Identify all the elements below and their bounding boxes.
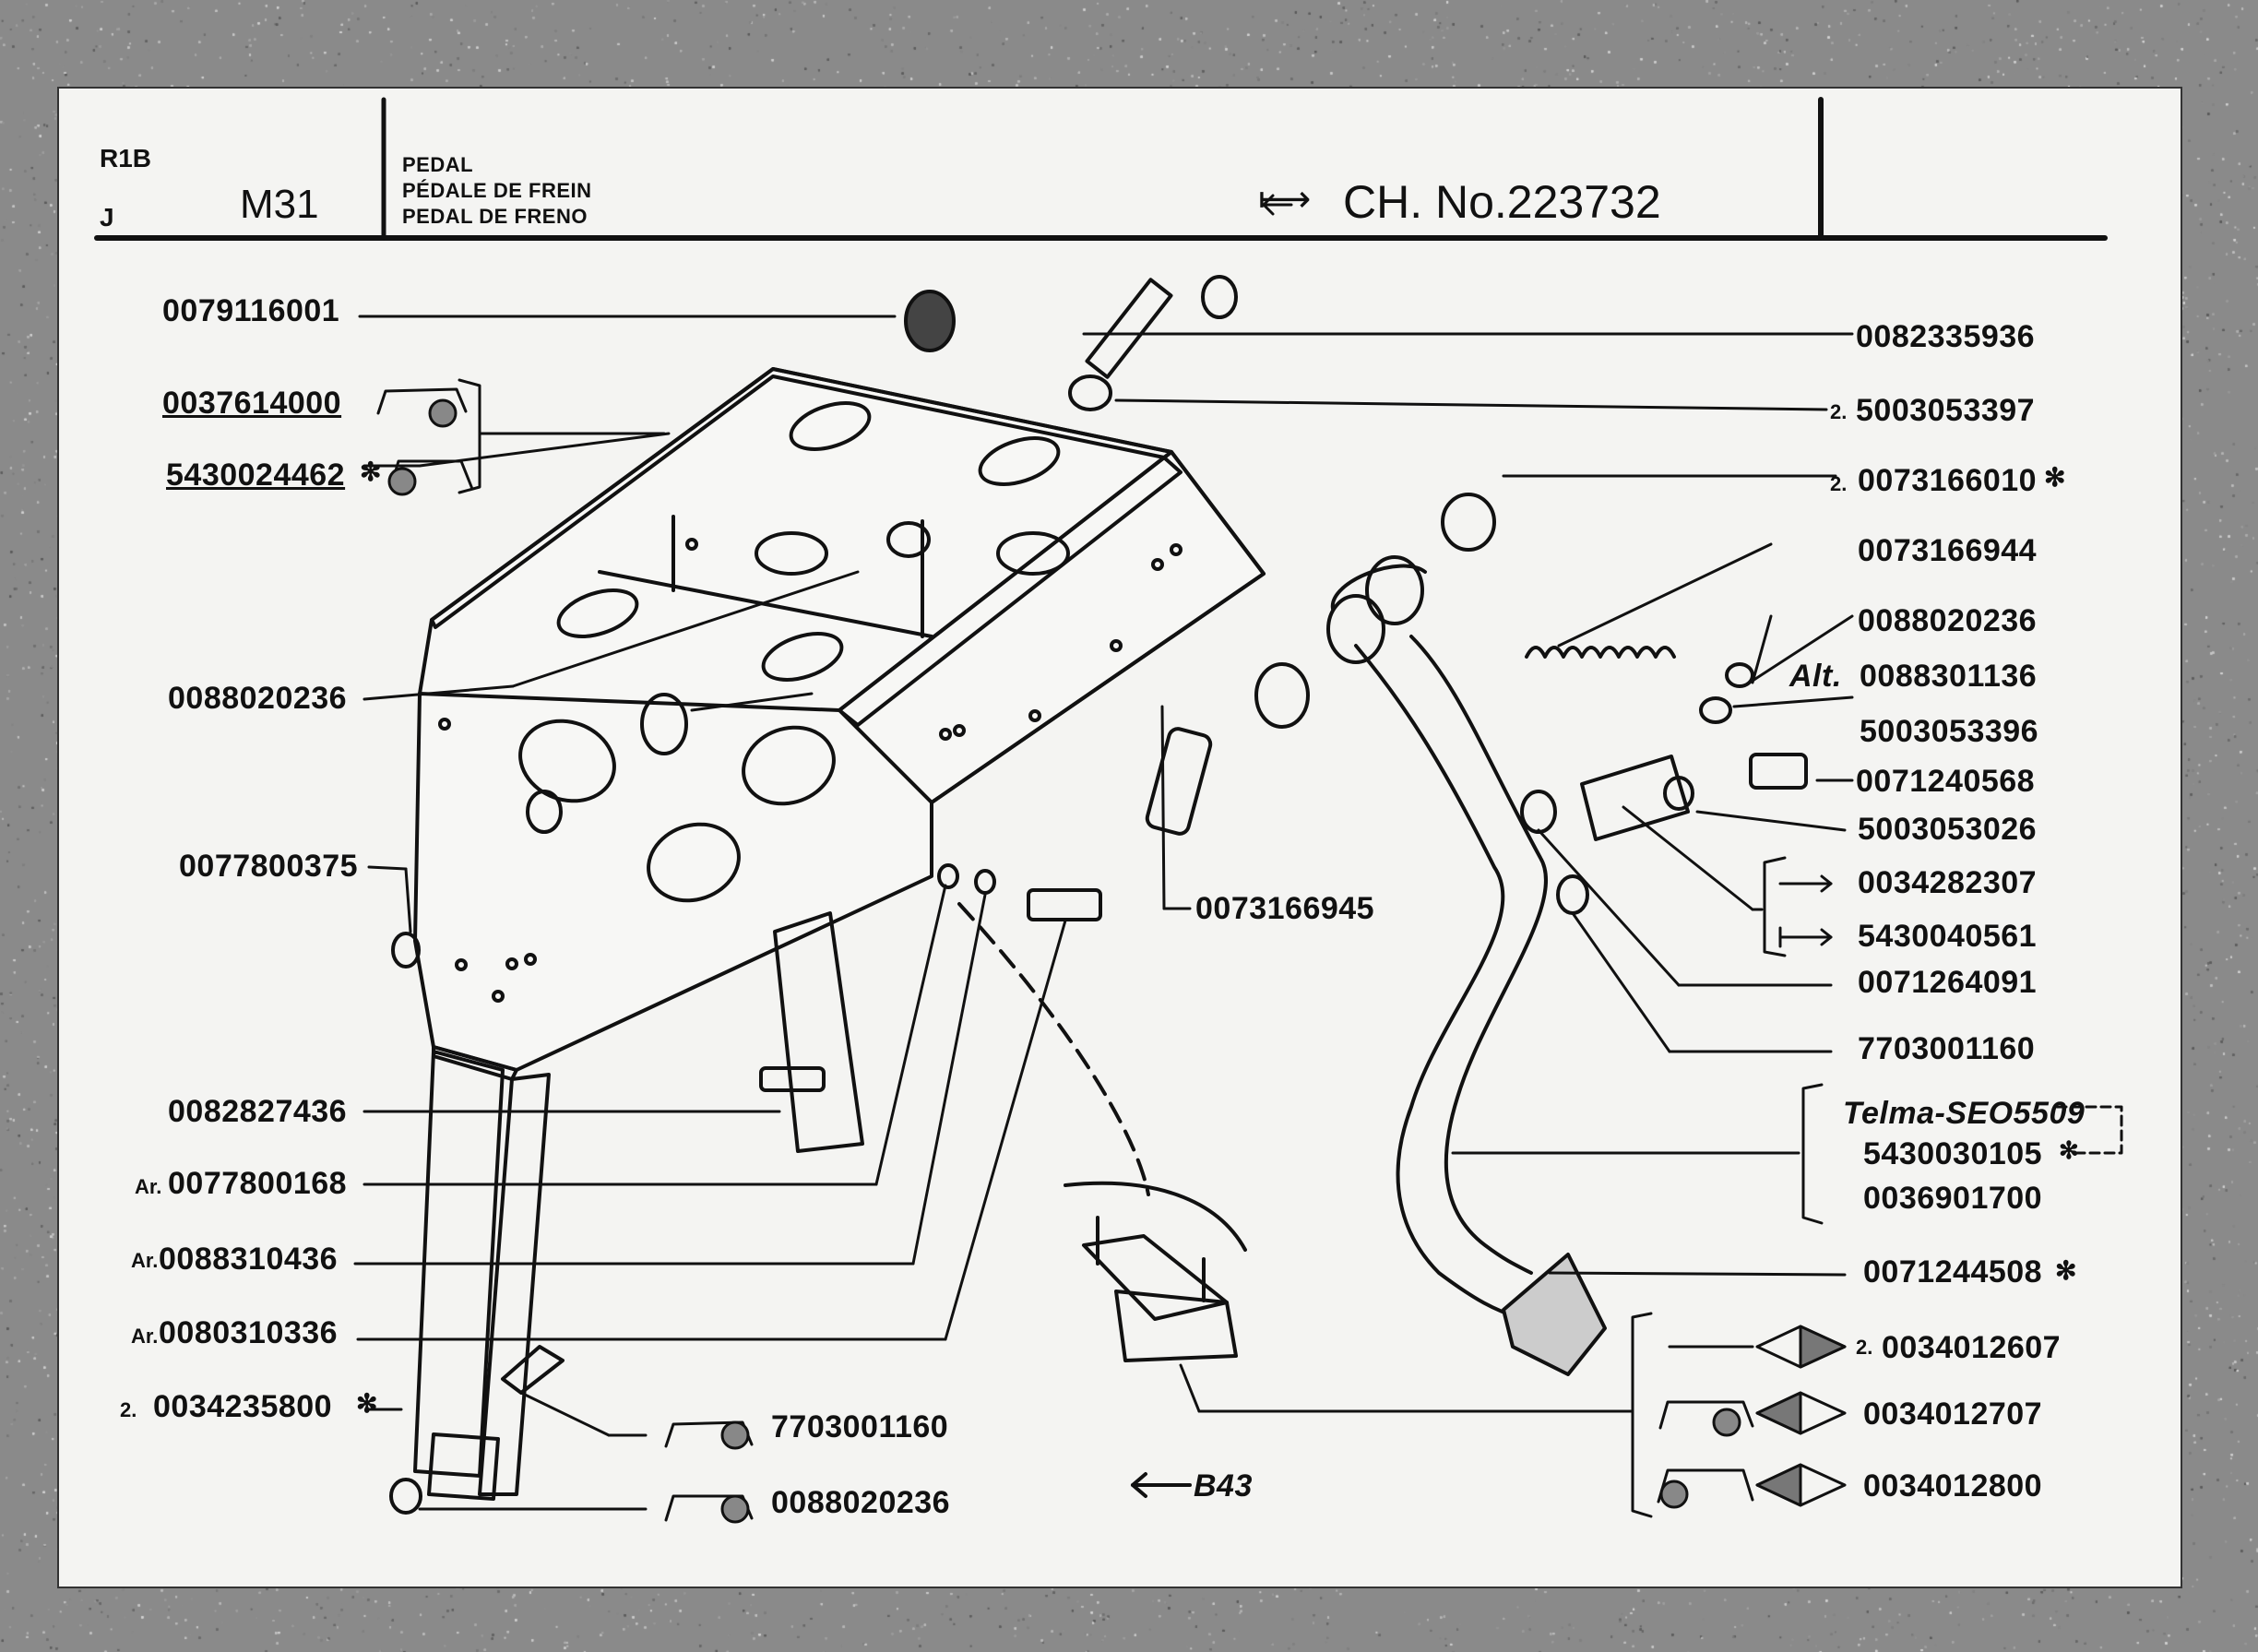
part-number: 0088020236 [771, 1485, 951, 1520]
pedal-pad [1502, 1253, 1607, 1376]
part-number: 0073166945 [1195, 891, 1375, 926]
part-prefix: Ar. [131, 1249, 159, 1272]
part-number: 0077800375 [179, 849, 359, 884]
part-number: Telma-SEO5509 [1843, 1096, 2086, 1131]
part-number: 5430040561 [1858, 919, 2038, 954]
b43-arrow-icon [1131, 1472, 1192, 1498]
title-es: PEDAL DE FRENO [402, 205, 588, 228]
part-number: 0077800168 [168, 1166, 348, 1201]
part-number: 0034012707 [1863, 1396, 2043, 1432]
alt-label: Alt. [1789, 659, 1842, 694]
title-en: PEDAL [402, 153, 474, 176]
pivot-hardware [389, 275, 1808, 1515]
part-number: 0079116001 [162, 293, 340, 328]
part-prefix: 2. [1830, 400, 1848, 423]
part-prefix: 2. [120, 1398, 137, 1421]
part-prefix: 2. [1856, 1336, 1873, 1359]
washer-icon [387, 467, 417, 496]
part-number: 0034235800 [153, 1389, 333, 1424]
floor-bracket [957, 902, 1247, 1362]
part-number: 0088020236 [1858, 603, 2038, 638]
part-number: 0088020236 [168, 681, 348, 716]
washer-icon [720, 1494, 750, 1524]
star-mark-icon: ✻ [2055, 1256, 2077, 1285]
part-number: 0071240568 [1856, 764, 2036, 799]
part-number: 0034012800 [1863, 1468, 2043, 1503]
star-mark-icon: ✻ [360, 458, 382, 486]
reference-b43: B43 [1194, 1468, 1253, 1503]
part-number: 5430030105 [1863, 1136, 2043, 1171]
chassis-arrow-icon: ⟼ [1258, 179, 1312, 220]
part-number: 0037614000 [162, 386, 342, 421]
part-number: 0088301136 [1860, 659, 2038, 694]
return-spring [1525, 646, 1676, 659]
group-code: M31 [240, 182, 319, 227]
part-number: 0034012607 [1882, 1330, 2062, 1365]
star-mark-icon: ✻ [2059, 1136, 2080, 1164]
chassis-number: CH. No.223732 [1343, 176, 1661, 228]
part-number: 0036901700 [1863, 1181, 2043, 1216]
pedal-bracket [413, 367, 1266, 1501]
part-number: 0073166010 [1858, 463, 2038, 498]
part-number: 0082827436 [168, 1094, 348, 1129]
part-number: 5003053397 [1856, 393, 2036, 428]
part-prefix: 2. [1830, 472, 1848, 495]
part-prefix: Ar. [135, 1175, 162, 1198]
part-number: 0080310336 [159, 1315, 339, 1350]
washer-symbols [376, 194, 1847, 1524]
washer-icon [1712, 1408, 1741, 1437]
star-mark-icon: ✻ [2044, 463, 2066, 492]
part-number: 0071244508 [1863, 1254, 2043, 1290]
part-number: 5003053026 [1858, 812, 2038, 847]
part-number: 0034282307 [1858, 865, 2038, 900]
washer-icon [720, 1420, 750, 1450]
part-number: 0088310436 [159, 1242, 339, 1277]
part-number: 7703001160 [1858, 1031, 2036, 1066]
washer-icon [428, 398, 458, 428]
title-fr: PÉDALE DE FREIN [402, 179, 592, 202]
part-number: 0073166944 [1858, 533, 2038, 568]
star-mark-icon: ✻ [356, 1389, 378, 1418]
part-number: 5430024462 [166, 458, 346, 493]
part-number: 0082335936 [1856, 319, 2036, 354]
code-top: R1B [100, 144, 152, 172]
brake-pedal-arm [1326, 555, 1607, 1376]
part-number: 0071264091 [1858, 965, 2038, 1000]
part-number: 7703001160 [771, 1409, 949, 1444]
part-number: 5003053396 [1860, 714, 2039, 749]
part-prefix: Ar. [131, 1325, 159, 1348]
part-group-brackets [458, 378, 2123, 1518]
washer-icon [1659, 1480, 1689, 1509]
code-bottom: J [100, 203, 114, 232]
